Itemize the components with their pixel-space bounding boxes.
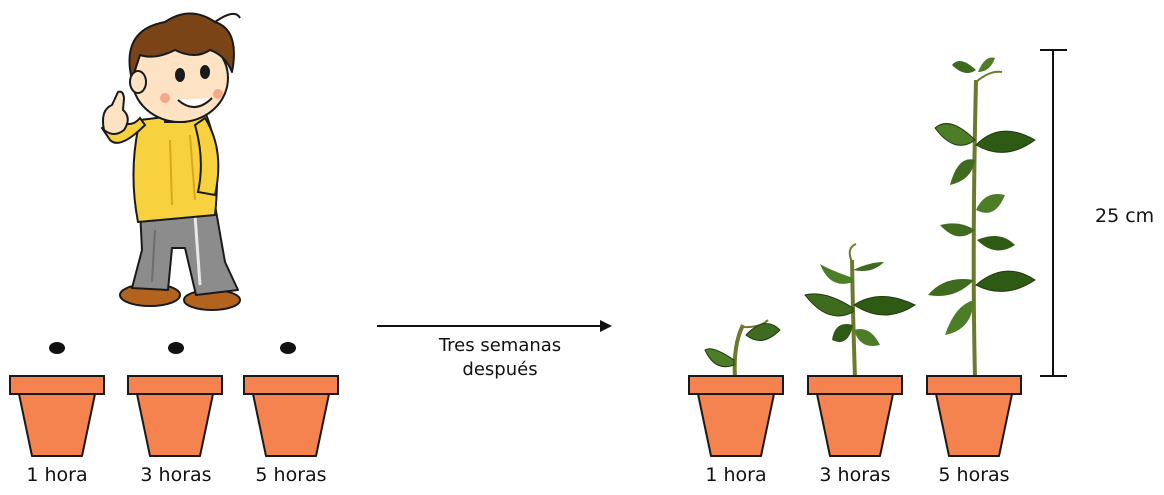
pot-after-1-label: 1 hora xyxy=(705,464,767,486)
time-arrow xyxy=(377,320,612,332)
transition-line-1: Tres semanas xyxy=(438,335,562,356)
pot-after-2-label: 3 horas xyxy=(819,464,891,486)
scale-label: 25 cm xyxy=(1095,205,1155,227)
plant-medium xyxy=(804,243,917,379)
pot-before-1 xyxy=(9,375,105,457)
pot-after-1 xyxy=(688,375,784,457)
seed-1 xyxy=(49,342,65,354)
plant-small xyxy=(704,319,781,379)
pot-before-1-label: 1 hora xyxy=(26,464,88,486)
pot-after-2 xyxy=(807,375,903,457)
seed-2 xyxy=(168,342,184,354)
boy-illustration xyxy=(100,12,241,311)
pot-after-3-label: 5 horas xyxy=(938,464,1010,486)
pot-after-3 xyxy=(926,375,1022,457)
pot-before-3-label: 5 horas xyxy=(255,464,327,486)
transition-label: Tres semanas después xyxy=(405,334,595,382)
pot-before-2-label: 3 horas xyxy=(140,464,212,486)
pot-before-3 xyxy=(243,375,339,457)
seed-3 xyxy=(280,342,296,354)
height-scale-bar xyxy=(1040,49,1067,377)
pot-before-2 xyxy=(127,375,223,457)
transition-line-2: después xyxy=(462,359,538,380)
plant-tall xyxy=(928,57,1036,379)
